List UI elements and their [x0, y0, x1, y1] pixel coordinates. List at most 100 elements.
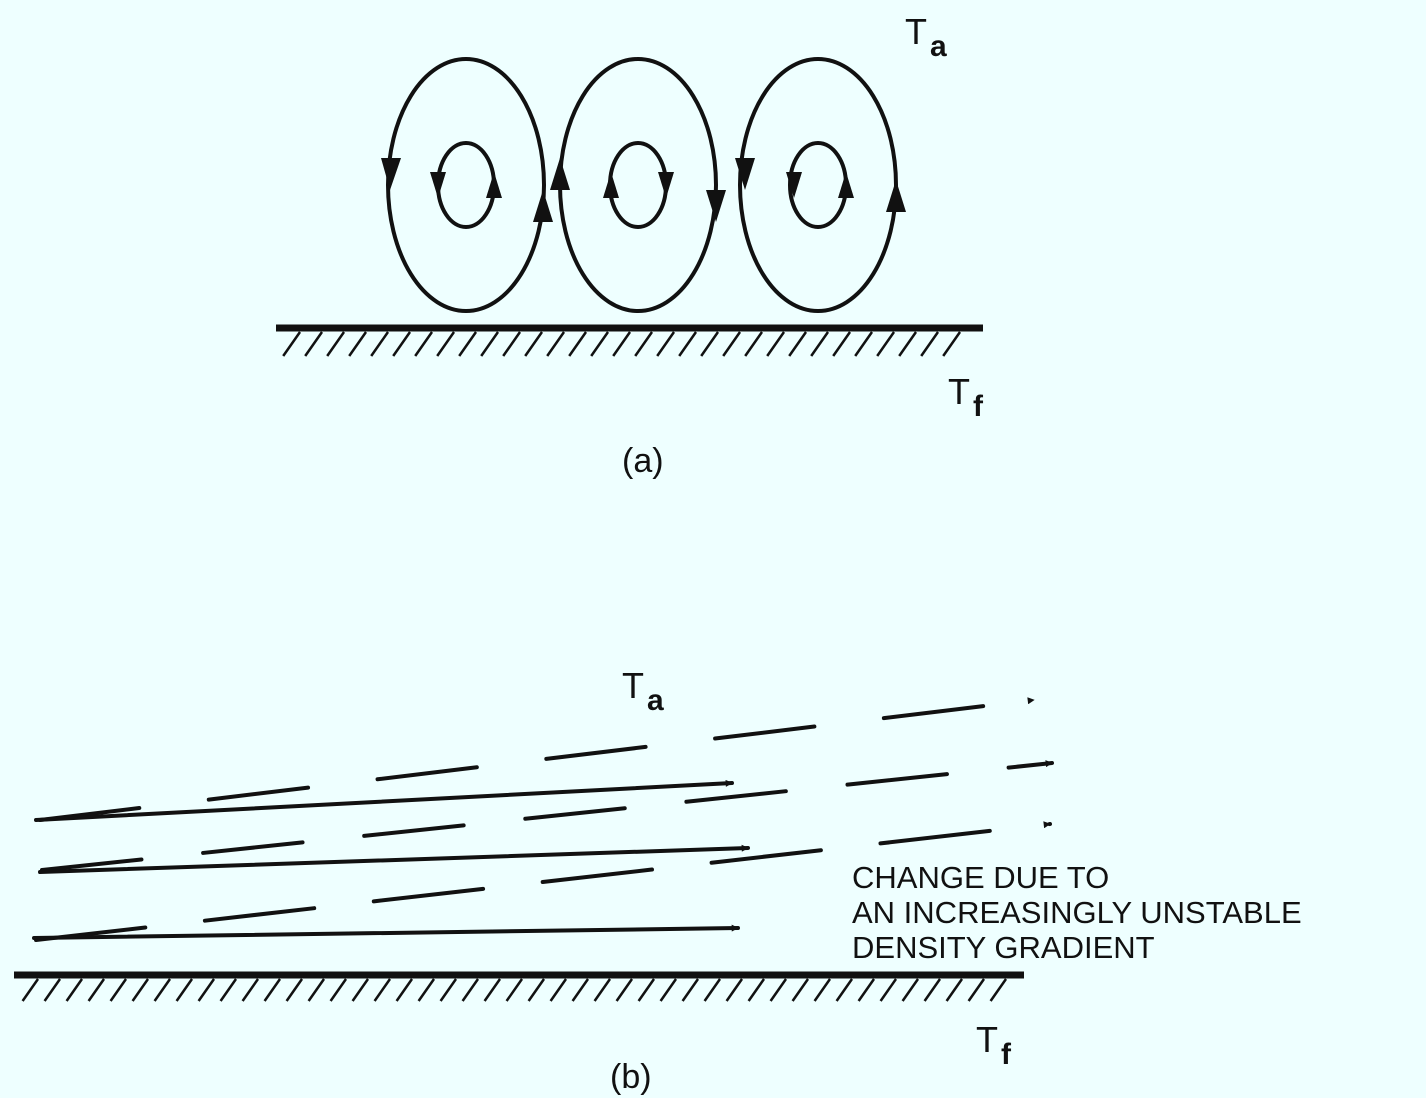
hatch-mark	[414, 331, 434, 357]
hatch-mark	[590, 331, 610, 357]
hatch-mark	[703, 978, 722, 1002]
hatch-mark	[788, 331, 808, 357]
hatch-mark	[65, 978, 84, 1002]
hatch-mark	[546, 331, 566, 357]
hatch-mark	[241, 978, 260, 1002]
hatch-mark	[722, 331, 742, 357]
arrowhead-up	[838, 172, 854, 198]
hatch-mark	[436, 331, 456, 357]
arrowhead-up	[550, 158, 570, 190]
solid-streamlines	[32, 779, 750, 940]
hatch-mark	[593, 978, 612, 1002]
hatch-mark	[395, 978, 414, 1002]
hatch-mark	[769, 978, 788, 1002]
hatch-mark	[615, 978, 634, 1002]
hatch-mark	[43, 978, 62, 1002]
hatch-mark	[175, 978, 194, 1002]
annotation-line-2: AN INCREASINGLY UNSTABLE	[852, 895, 1302, 930]
hatch-mark	[480, 331, 500, 357]
arrowhead-down	[658, 172, 674, 198]
annotation-unstable-gradient: CHANGE DUE TO AN INCREASINGLY UNSTABLE D…	[852, 860, 1302, 965]
hatch-mark	[131, 978, 150, 1002]
inner-cell-1	[436, 141, 496, 229]
hatch-mark	[392, 331, 412, 357]
hatch-mark	[417, 978, 436, 1002]
temp-subscript: a	[930, 30, 947, 63]
temp-symbol: T	[948, 371, 970, 412]
arrowhead-down	[706, 190, 726, 222]
hatch-mark	[197, 978, 216, 1002]
hatch-mark	[659, 978, 678, 1002]
hatch-mark	[634, 331, 654, 357]
hatch-mark	[502, 331, 522, 357]
hatch-mark	[329, 978, 348, 1002]
hatch-mark	[747, 978, 766, 1002]
panel-b-caption: (b)	[610, 1058, 652, 1096]
hatch-mark	[725, 978, 744, 1002]
hatch-mark	[744, 331, 764, 357]
ground-hatching	[282, 331, 962, 357]
dashed-streamline-top	[38, 697, 1036, 822]
hatch-mark	[920, 331, 940, 357]
hatch-mark	[656, 331, 676, 357]
hatch-mark	[285, 978, 304, 1002]
arrowhead-down	[381, 158, 401, 190]
hatch-mark	[857, 978, 876, 1002]
solid-streamline-middle	[38, 844, 750, 874]
temp-symbol: T	[622, 665, 644, 706]
arrowhead-down	[735, 158, 755, 190]
hatch-mark	[637, 978, 656, 1002]
hatch-mark	[989, 978, 1008, 1002]
hatch-mark	[923, 978, 942, 1002]
dashed-streamlines	[34, 697, 1054, 942]
hatch-mark	[678, 331, 698, 357]
hatch-mark	[766, 331, 786, 357]
arrowhead-up	[886, 180, 906, 212]
hatch-mark	[527, 978, 546, 1002]
hatch-mark	[942, 331, 962, 357]
arrowhead-up	[486, 172, 502, 198]
hatch-mark	[700, 331, 720, 357]
hatch-mark	[282, 331, 302, 357]
arrowhead-down	[786, 172, 802, 198]
annotation-line-3: DENSITY GRADIENT	[852, 930, 1155, 965]
inner-cell-2	[608, 141, 668, 229]
hatch-mark	[681, 978, 700, 1002]
hatch-mark	[549, 978, 568, 1002]
hatch-mark	[791, 978, 810, 1002]
temp-symbol: T	[976, 1019, 998, 1060]
temp-subscript: f	[973, 390, 983, 423]
hatch-mark	[219, 978, 238, 1002]
hatch-mark	[483, 978, 502, 1002]
panel-b-ground	[14, 971, 1024, 1002]
outer-cell-3	[738, 57, 898, 313]
hatch-mark	[876, 331, 896, 357]
hatch-mark	[568, 331, 588, 357]
hatch-mark	[813, 978, 832, 1002]
hatch-mark	[835, 978, 854, 1002]
hatch-mark	[879, 978, 898, 1002]
hatch-mark	[304, 331, 324, 357]
hatch-mark	[109, 978, 128, 1002]
hatch-mark	[854, 331, 874, 357]
panel-a-cells	[386, 57, 898, 313]
arrowhead-up	[533, 190, 553, 222]
ground-hatching	[21, 978, 1008, 1002]
panel-a-caption: (a)	[622, 442, 664, 480]
arrowhead-up	[603, 172, 619, 198]
hatch-mark	[373, 978, 392, 1002]
hatch-mark	[458, 331, 478, 357]
hatch-mark	[348, 331, 368, 357]
solid-streamline-bottom	[32, 924, 740, 940]
hatch-mark	[21, 978, 40, 1002]
hatch-mark	[87, 978, 106, 1002]
hatch-mark	[307, 978, 326, 1002]
temp-subscript: f	[1001, 1038, 1011, 1071]
solid-streamline-top	[34, 779, 734, 822]
inner-cell-3	[788, 141, 848, 229]
hatch-mark	[461, 978, 480, 1002]
temp-subscript: a	[647, 684, 664, 717]
